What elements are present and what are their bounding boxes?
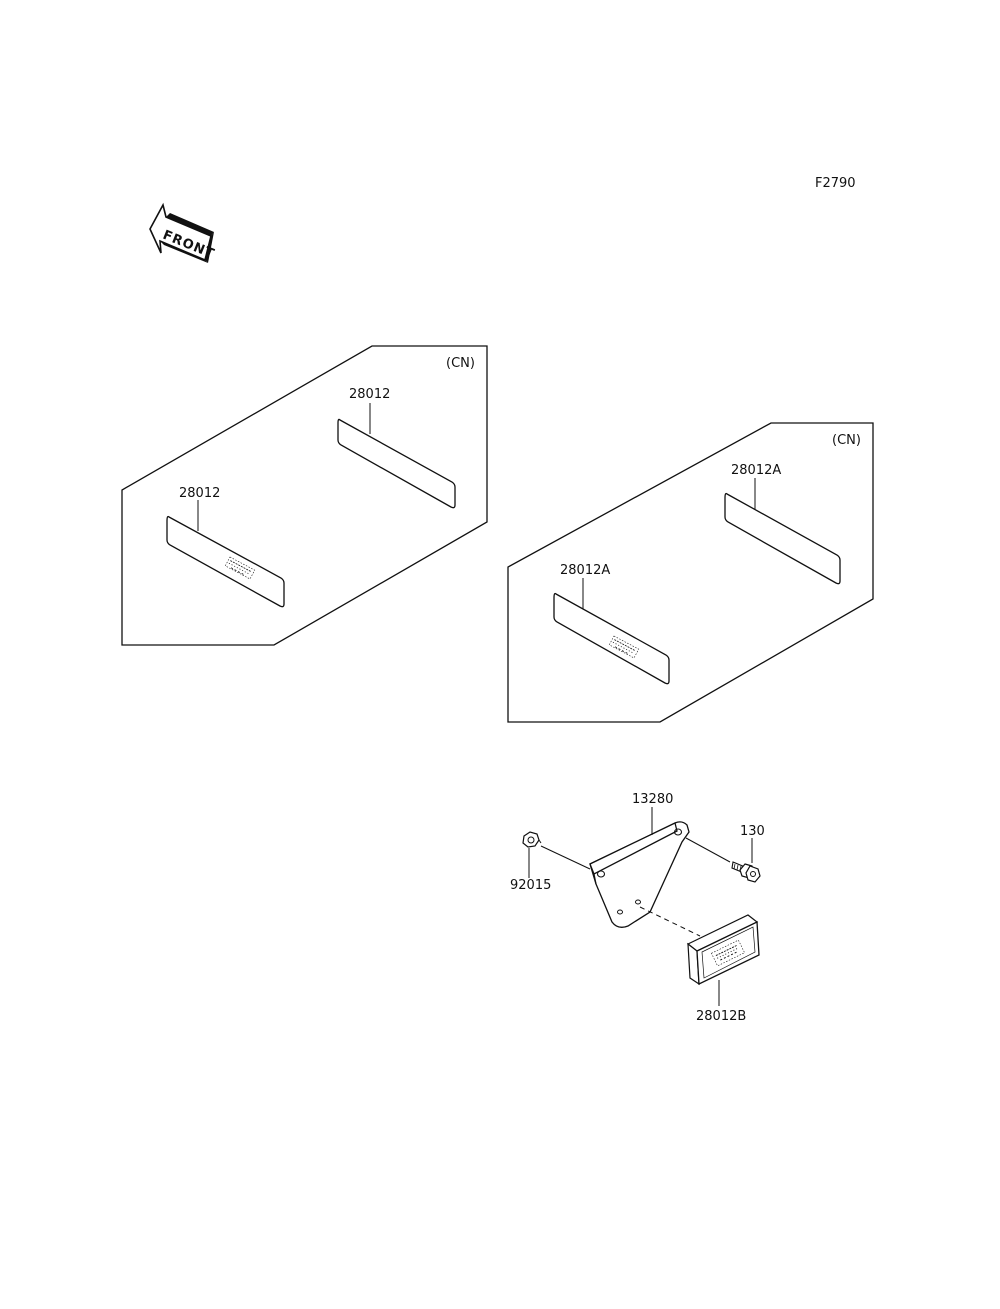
part-number-label: 28012A bbox=[560, 563, 610, 578]
reflector-icon bbox=[686, 914, 760, 986]
bolt-icon bbox=[731, 861, 761, 883]
label-strip-lower bbox=[553, 592, 670, 685]
label-group-cn-1: (CN) 28012 28012 bbox=[121, 345, 488, 646]
part-number-label: 28012 bbox=[179, 486, 220, 501]
front-arrow-icon: FRONT bbox=[149, 202, 217, 263]
group-frame bbox=[121, 345, 488, 646]
part-number-label: 28012B bbox=[696, 1009, 746, 1024]
reflector-assembly: 92015 13280 130 bbox=[510, 792, 765, 1024]
label-strip-upper bbox=[337, 418, 456, 509]
part-number-label: 13280 bbox=[632, 792, 673, 807]
part-number-label: 130 bbox=[740, 824, 765, 839]
part-number-label: 92015 bbox=[510, 878, 551, 893]
market-tag: (CN) bbox=[832, 433, 861, 448]
printed-mark-icon bbox=[224, 556, 256, 580]
part-number-label: 28012A bbox=[731, 463, 781, 478]
label-strip-lower bbox=[166, 515, 285, 608]
label-strip-upper bbox=[724, 492, 841, 585]
label-group-cn-2: (CN) 28012A 28012A bbox=[507, 422, 874, 723]
nut-icon bbox=[522, 831, 542, 848]
figure-code: F2790 bbox=[815, 176, 856, 191]
market-tag: (CN) bbox=[446, 356, 475, 371]
bracket-icon bbox=[589, 821, 690, 928]
group-frame bbox=[507, 422, 874, 723]
part-number-label: 28012 bbox=[349, 387, 390, 402]
